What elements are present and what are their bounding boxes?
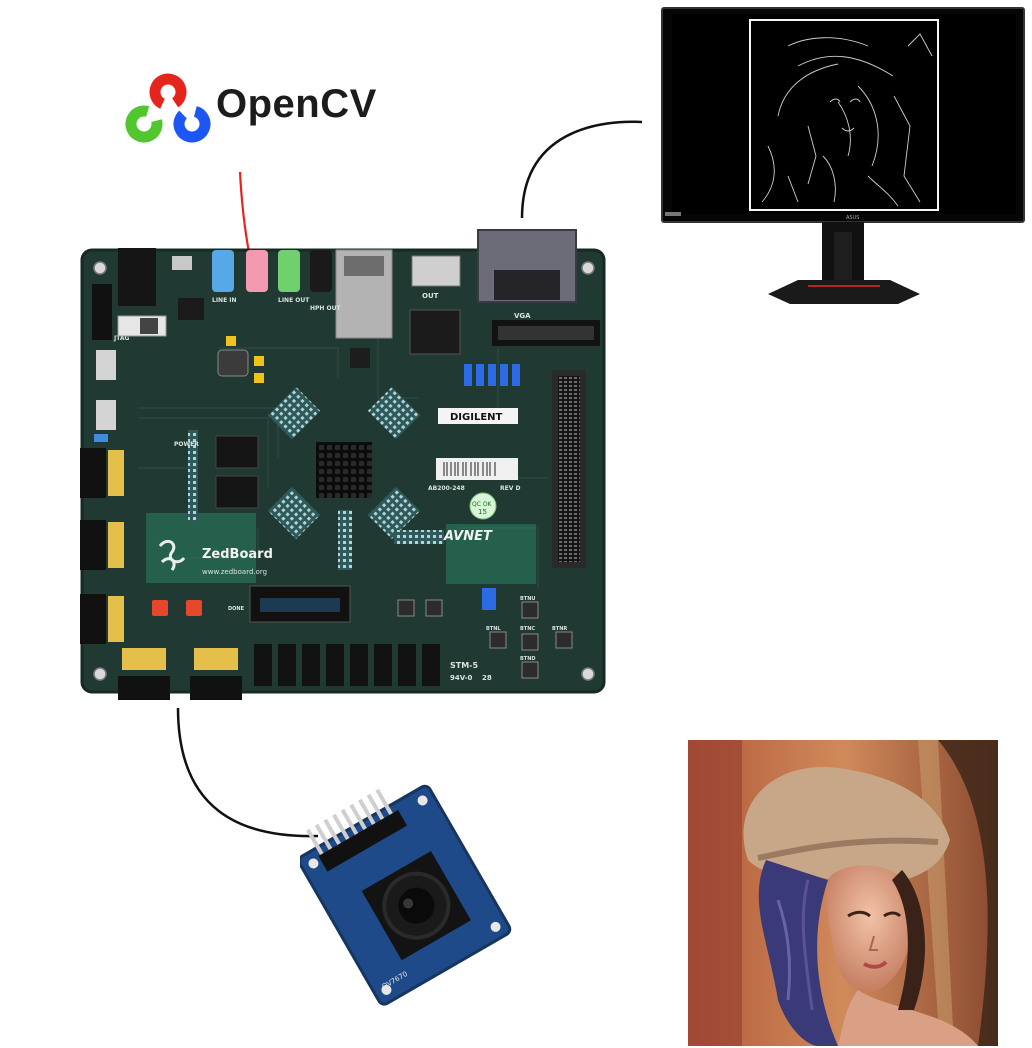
zedboard-url: www.zedboard.org	[202, 568, 267, 576]
portrait-hat	[743, 766, 950, 884]
edge-lines	[761, 33, 933, 207]
portrait-face	[826, 865, 914, 992]
vga-label: VGA	[514, 312, 531, 320]
rating-label: 94V-0	[450, 674, 473, 682]
monitor-brand: ASUS	[846, 215, 859, 221]
monitor-stand-base	[768, 280, 920, 304]
mounting-holes	[93, 261, 595, 681]
camera-module-icon: OV7670	[300, 784, 512, 1006]
pmod-bottom-connectors	[118, 648, 242, 700]
btnr-label: BTNR	[552, 626, 567, 632]
qc-label: QC OK	[472, 501, 493, 508]
portrait-photo	[688, 740, 998, 1046]
digilent-label: DIGILENT	[450, 412, 503, 423]
user-push-buttons	[397, 599, 573, 679]
jtag-header	[92, 284, 112, 340]
ps-button-2	[186, 600, 202, 616]
camera-pins	[306, 788, 394, 857]
audio-jack-line-in	[212, 250, 234, 292]
zynq-heatsink	[316, 442, 372, 498]
done-label: DONE	[228, 606, 245, 612]
btnl-label: BTNL	[486, 626, 501, 632]
audio-jack-line-out	[278, 250, 300, 292]
config-jumpers	[464, 364, 520, 386]
camera-cable	[176, 707, 319, 838]
opencv-logo-green-ring	[125, 105, 163, 143]
hdmi-label: OUT	[422, 292, 439, 300]
line-out-label: LINE OUT	[278, 297, 310, 304]
revision-label: REV D	[500, 485, 520, 492]
qc-sticker: QC OK 15	[469, 492, 497, 520]
opencv-logo-text: OpenCV	[216, 82, 377, 126]
power-led-label: POWER	[174, 441, 199, 448]
stm-label: STM-5	[450, 661, 479, 670]
usb-port	[172, 256, 192, 270]
qc-number: 15	[478, 508, 487, 516]
barcode-sticker	[436, 458, 518, 480]
btnd-label: BTND	[520, 656, 536, 662]
btnu-label: BTNU	[520, 596, 535, 602]
opencv-logo	[125, 73, 211, 143]
vga-monitor-cable	[520, 120, 643, 219]
zedboard-name: ZedBoard	[202, 547, 273, 562]
digilent-badge: DIGILENT	[438, 408, 518, 424]
pmod-left-connectors	[80, 448, 124, 644]
btnc-label: BTNC	[520, 626, 535, 632]
hdmi-transmitter-chip	[409, 309, 461, 355]
edge-detected-image	[749, 19, 939, 211]
rating-number: 28	[482, 674, 492, 682]
zedboard-board: OUT VGA LINE IN LINE OUT HPH OUT JTAG	[80, 229, 606, 700]
power-jack	[118, 248, 156, 306]
monitor-icon: ASUS	[661, 7, 1025, 304]
ps-button-1	[152, 600, 168, 616]
jtag-label: JTAG	[113, 335, 130, 342]
usb-uart-port	[96, 350, 116, 380]
opencv-logo-blue-ring	[173, 105, 211, 143]
ddr-memory-chips	[188, 386, 444, 570]
zedboard-logo: ZedBoard www.zedboard.org	[158, 539, 273, 576]
usb-otg-port	[96, 400, 116, 430]
audio-jack-hph-out	[310, 250, 332, 292]
slide-switches	[254, 644, 440, 686]
avnet-label: AVNET	[443, 529, 493, 544]
audio-jack-mic	[246, 250, 268, 292]
line-in-label: LINE IN	[212, 297, 237, 304]
hph-out-label: HPH OUT	[310, 305, 342, 312]
part-number-label: AB200-248	[428, 485, 465, 492]
hdmi-port	[411, 255, 461, 287]
